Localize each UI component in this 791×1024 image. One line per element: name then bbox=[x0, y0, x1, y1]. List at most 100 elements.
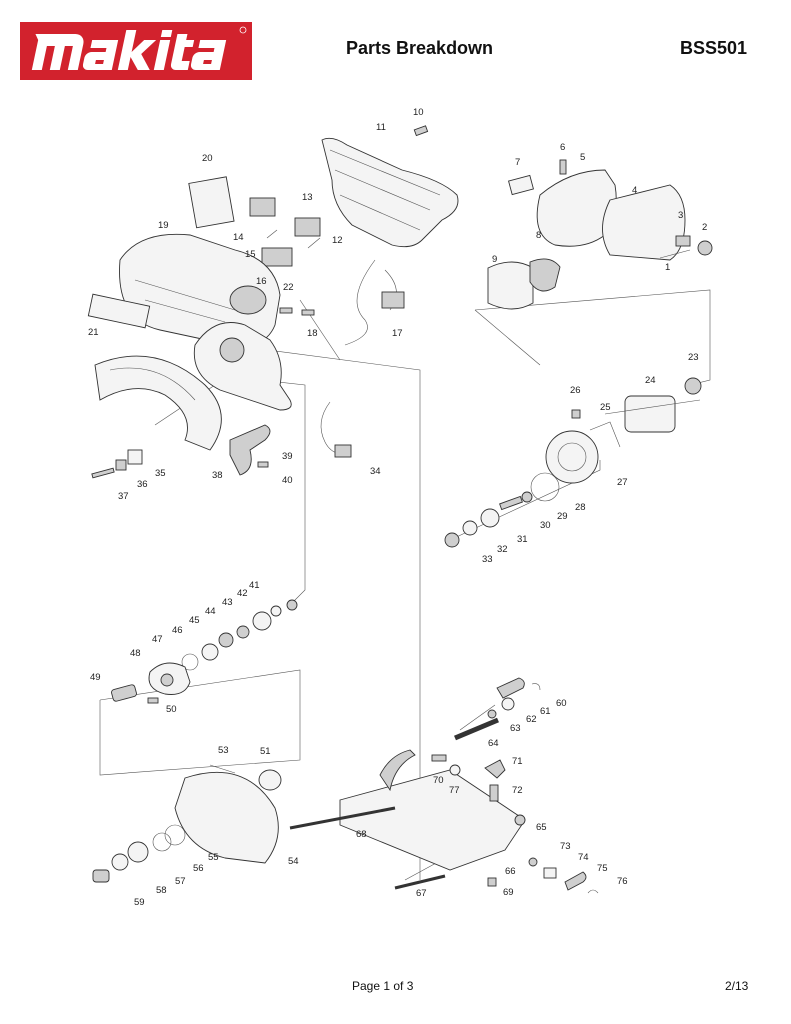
blade-case-54 bbox=[174, 771, 279, 864]
part-label-58: 58 bbox=[156, 885, 167, 896]
part-label-28: 28 bbox=[575, 502, 586, 513]
sleeve-44 bbox=[236, 625, 250, 639]
terminal-17 bbox=[381, 291, 405, 309]
washer-32 bbox=[462, 520, 478, 536]
sleeve-35 bbox=[127, 449, 143, 465]
part-label-17: 17 bbox=[392, 328, 403, 339]
bolt-59 bbox=[92, 869, 110, 883]
part-label-69: 69 bbox=[503, 887, 514, 898]
part-label-74: 74 bbox=[578, 852, 589, 863]
brush-25 bbox=[589, 421, 621, 448]
part-label-39: 39 bbox=[282, 451, 293, 462]
part-label-16: 16 bbox=[256, 276, 267, 287]
spindle-49 bbox=[111, 684, 137, 702]
part-label-5: 5 bbox=[580, 152, 585, 163]
lever-61 bbox=[496, 677, 525, 699]
bearing-46 bbox=[201, 643, 219, 661]
part-label-76: 76 bbox=[617, 876, 628, 887]
part-label-49: 49 bbox=[90, 672, 101, 683]
label-21 bbox=[87, 293, 151, 329]
part-label-62: 62 bbox=[526, 714, 537, 725]
armature-24 bbox=[624, 395, 676, 433]
part-label-18: 18 bbox=[307, 328, 318, 339]
part-label-34: 34 bbox=[370, 466, 381, 477]
part-label-56: 56 bbox=[193, 863, 204, 874]
brush-holder-3 bbox=[675, 235, 691, 247]
flange-57 bbox=[127, 841, 149, 863]
part-label-47: 47 bbox=[152, 634, 163, 645]
bolt-37 bbox=[91, 467, 115, 479]
wing-nut-71 bbox=[484, 759, 506, 779]
gear-housing-bearing bbox=[219, 337, 245, 363]
gear-31 bbox=[480, 508, 500, 528]
part-label-46: 46 bbox=[172, 625, 183, 636]
part-label-54: 54 bbox=[288, 856, 299, 867]
spring-72 bbox=[489, 784, 499, 802]
part-label-61: 61 bbox=[540, 706, 551, 717]
lever-75 bbox=[564, 871, 587, 891]
part-label-77: 77 bbox=[449, 785, 460, 796]
part-label-31: 31 bbox=[517, 534, 528, 545]
nut-65 bbox=[514, 814, 526, 826]
part-label-4: 4 bbox=[632, 185, 637, 196]
controller-20 bbox=[188, 176, 235, 229]
part-label-41: 41 bbox=[249, 580, 260, 591]
part-label-22: 22 bbox=[283, 282, 294, 293]
page-indicator: Page 1 of 3 bbox=[352, 979, 414, 993]
part-label-60: 60 bbox=[556, 698, 567, 709]
part-label-3: 3 bbox=[678, 210, 683, 221]
part-label-2: 2 bbox=[702, 222, 707, 233]
part-label-12: 12 bbox=[332, 235, 343, 246]
part-label-14: 14 bbox=[233, 232, 244, 243]
screw-1 bbox=[659, 249, 691, 259]
nut-41 bbox=[286, 599, 298, 611]
part-label-36: 36 bbox=[137, 479, 148, 490]
part-label-26: 26 bbox=[570, 385, 581, 396]
ring-45 bbox=[218, 632, 234, 648]
nut-73 bbox=[528, 857, 538, 867]
washer-42 bbox=[270, 605, 282, 617]
part-label-66: 66 bbox=[505, 866, 516, 877]
rod-68 bbox=[289, 806, 396, 830]
part-label-73: 73 bbox=[560, 841, 571, 852]
part-label-37: 37 bbox=[118, 491, 129, 502]
bolt-70 bbox=[431, 754, 447, 762]
base-handle bbox=[379, 749, 416, 792]
part-label-25: 25 bbox=[600, 402, 611, 413]
yoke-unit-9 bbox=[487, 261, 534, 310]
housing-cap bbox=[229, 285, 267, 315]
part-label-20: 20 bbox=[202, 153, 213, 164]
part-label-50: 50 bbox=[166, 704, 177, 715]
model-number: BSS501 bbox=[680, 38, 748, 58]
part-label-70: 70 bbox=[433, 775, 444, 786]
part-label-40: 40 bbox=[282, 475, 293, 486]
part-label-1: 1 bbox=[665, 262, 670, 273]
handle-housing bbox=[321, 137, 459, 248]
part-label-33: 33 bbox=[482, 554, 493, 565]
part-label-10: 10 bbox=[413, 107, 424, 118]
part-label-7: 7 bbox=[515, 157, 520, 168]
screw-10 bbox=[413, 125, 429, 137]
screw-22 bbox=[279, 307, 293, 314]
ring-55 bbox=[164, 824, 186, 846]
part-number-labels: 1 2 3 4 5 6 7 8 9 10 11 12 13 14 15 16 1… bbox=[88, 107, 707, 908]
part-label-67: 67 bbox=[416, 888, 427, 899]
registered-mark bbox=[239, 26, 247, 34]
screw-18 bbox=[301, 309, 315, 316]
part-label-6: 6 bbox=[560, 142, 565, 153]
brush-cap-2 bbox=[697, 240, 713, 256]
part-label-53: 53 bbox=[218, 745, 229, 756]
part-label-71: 71 bbox=[512, 756, 523, 767]
makita-logo bbox=[20, 22, 252, 80]
lever-16 bbox=[261, 247, 293, 267]
part-label-68: 68 bbox=[356, 829, 367, 840]
part-label-38: 38 bbox=[212, 470, 223, 481]
part-label-45: 45 bbox=[189, 615, 200, 626]
bolt-67 bbox=[394, 874, 446, 890]
spindle-30 bbox=[499, 495, 523, 511]
part-label-44: 44 bbox=[205, 606, 216, 617]
lever-39 bbox=[229, 424, 271, 476]
part-label-65: 65 bbox=[536, 822, 547, 833]
part-label-72: 72 bbox=[512, 785, 523, 796]
part-label-35: 35 bbox=[155, 468, 166, 479]
